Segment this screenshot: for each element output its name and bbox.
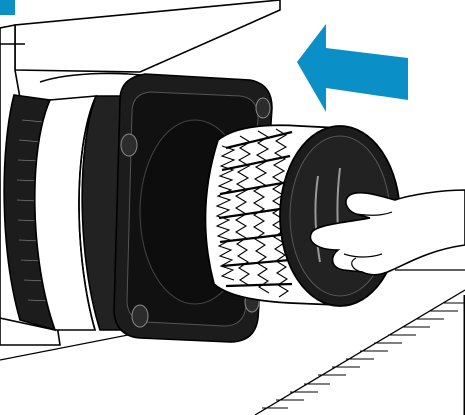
hand-icon [309, 189, 465, 276]
floor-surface [0, 269, 465, 415]
arrow-left-icon [297, 24, 408, 112]
step-badge [0, 0, 15, 15]
vacuum-body [0, 0, 281, 346]
